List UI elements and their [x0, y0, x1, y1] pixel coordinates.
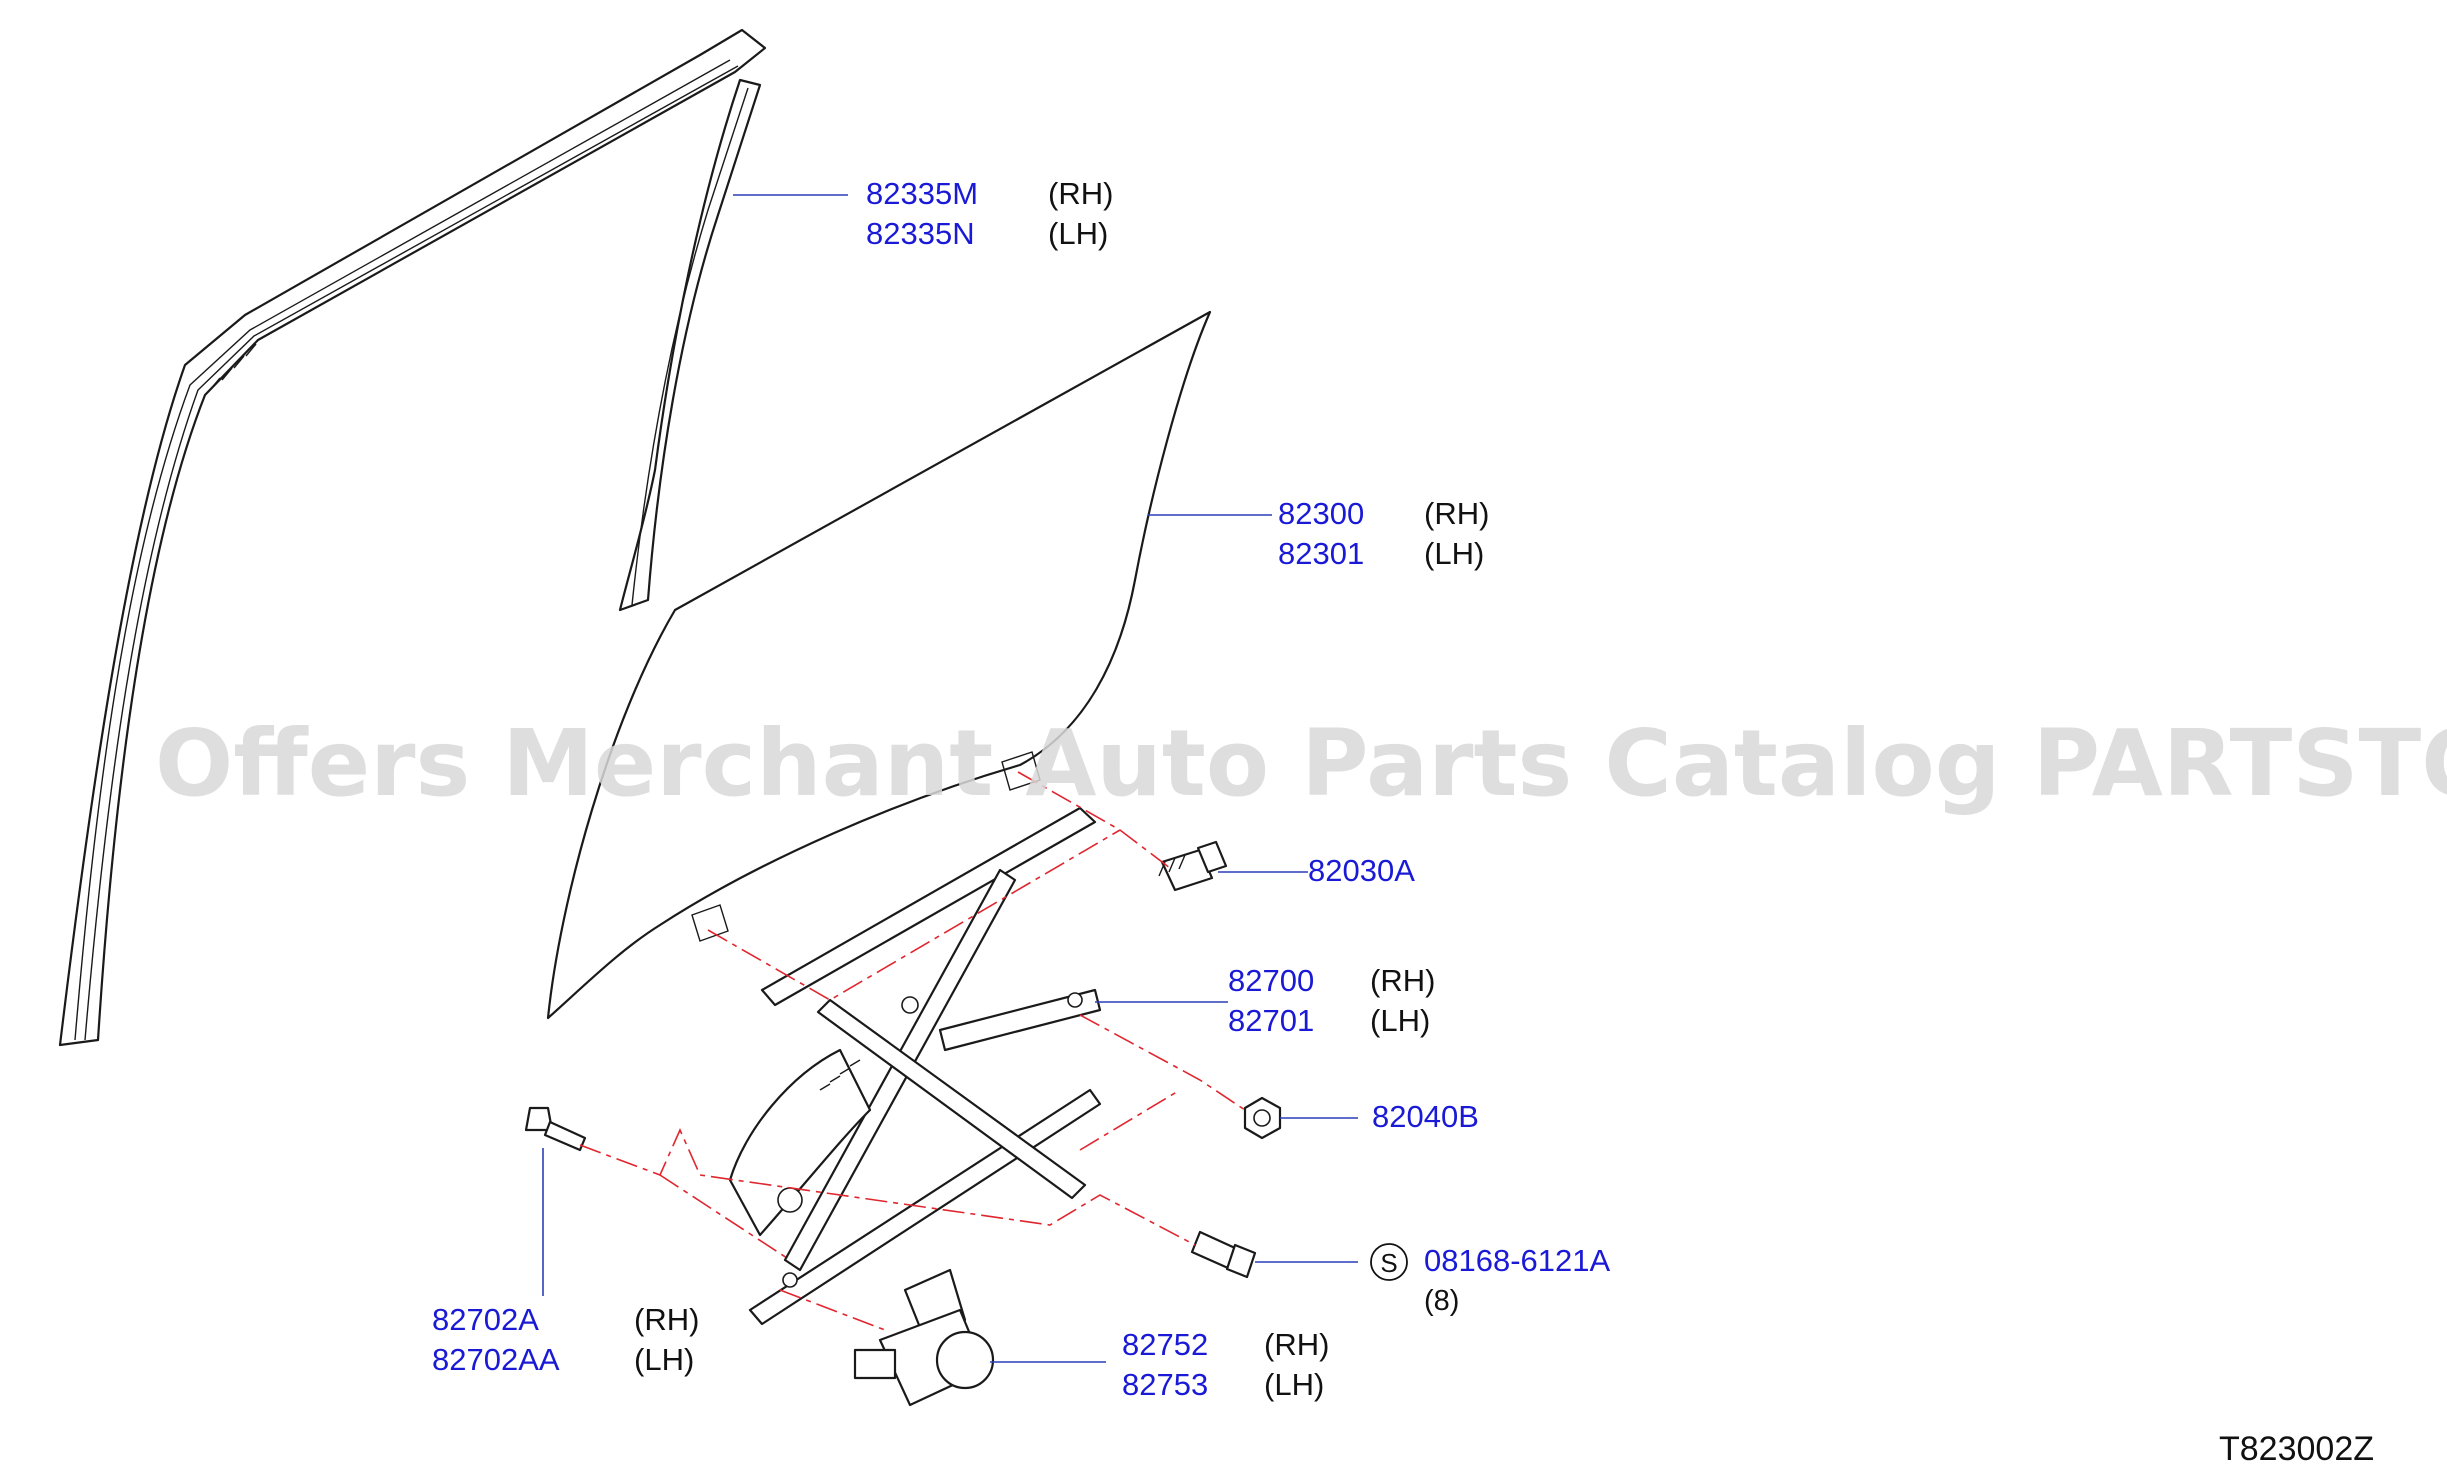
part-number-82702a[interactable]: 82702A: [432, 1302, 539, 1337]
side-label: (RH): [1370, 963, 1435, 998]
callout-82752: 82752 (RH) 82753 (LH): [1122, 1327, 1329, 1402]
rear-sash-channel: [618, 78, 762, 612]
callout-82300: 82300 (RH) 82301 (LH): [1278, 496, 1489, 571]
part-number-82702aa[interactable]: 82702AA: [432, 1342, 560, 1377]
nut-82040b: [1243, 1096, 1282, 1140]
door-glass: [546, 310, 1212, 1020]
diagram-reference-code: T823002Z: [2219, 1430, 2374, 1468]
regulator-motor: [853, 1268, 995, 1407]
part-number-82335m[interactable]: 82335M: [866, 176, 978, 211]
part-number-82701[interactable]: 82701: [1228, 1003, 1314, 1038]
part-number-08168-6121a[interactable]: 08168-6121A: [1424, 1243, 1610, 1278]
door-sash-frame: [58, 28, 767, 1047]
side-label: (RH): [1424, 496, 1489, 531]
side-label: (RH): [1264, 1327, 1329, 1362]
standard-part-marker-letter: S: [1380, 1248, 1397, 1278]
side-label: (LH): [634, 1342, 694, 1377]
part-number-82753[interactable]: 82753: [1122, 1367, 1208, 1402]
side-label: (RH): [1048, 176, 1113, 211]
side-label: (LH): [1424, 536, 1484, 571]
side-label: (LH): [1370, 1003, 1430, 1038]
bolt-82702a: [524, 1106, 587, 1152]
quantity-label: (8): [1424, 1285, 1459, 1317]
watermark-text: Offers Merchant Auto Parts Catalog PARTS…: [155, 710, 2447, 817]
callout-08168-6121a: S 08168-6121A (8): [1370, 1243, 1610, 1317]
callout-82700: 82700 (RH) 82701 (LH): [1228, 963, 1435, 1038]
callout-82040b: 82040B: [1372, 1099, 1479, 1134]
bolt-82030a: [1158, 840, 1228, 892]
part-number-82301[interactable]: 82301: [1278, 536, 1364, 571]
part-number-82700[interactable]: 82700: [1228, 963, 1314, 998]
callout-82335: 82335M (RH) 82335N (LH): [866, 176, 1113, 251]
leader-lines: [542, 194, 1358, 1363]
standard-part-marker: [1370, 1243, 1408, 1281]
callout-82702a: 82702A (RH) 82702AA (LH): [432, 1302, 699, 1377]
window-regulator: [728, 806, 1102, 1326]
part-number-82335n[interactable]: 82335N: [866, 216, 975, 251]
side-label: (RH): [634, 1302, 699, 1337]
side-label: (LH): [1264, 1367, 1324, 1402]
part-number-82030a[interactable]: 82030A: [1308, 853, 1415, 888]
part-number-82040b[interactable]: 82040B: [1372, 1099, 1479, 1134]
part-number-82752[interactable]: 82752: [1122, 1327, 1208, 1362]
part-number-82300[interactable]: 82300: [1278, 496, 1364, 531]
callout-82030a: 82030A: [1308, 853, 1415, 888]
side-label: (LH): [1048, 216, 1108, 251]
bolt-08168-6121a: [1190, 1230, 1257, 1279]
assembly-phantom-lines: [579, 771, 1249, 1331]
